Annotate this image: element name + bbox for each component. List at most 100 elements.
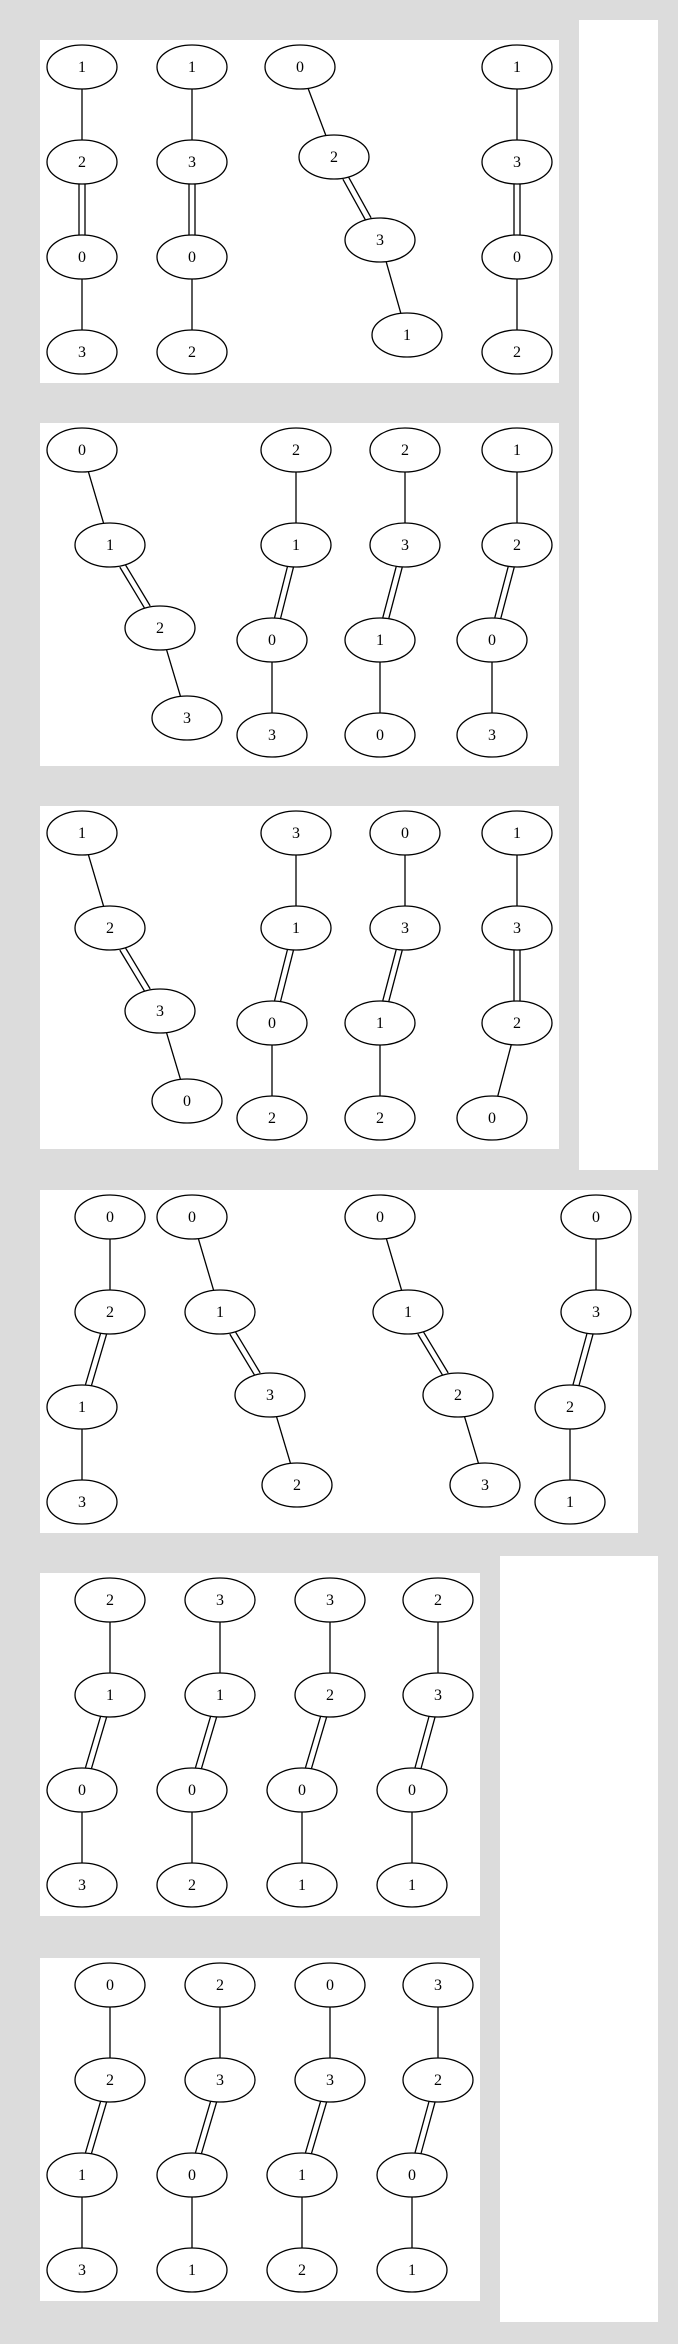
graph-node: 3 [449, 1462, 521, 1508]
node-ellipse [344, 617, 416, 663]
node-label: 2 [106, 2072, 114, 2089]
graph-node: 0 [74, 1194, 146, 1240]
node-label: 3 [292, 825, 300, 842]
double-edge-line [124, 946, 151, 990]
node-label: 2 [78, 154, 86, 171]
double-edge-line [84, 1332, 102, 1385]
edge-line [385, 1238, 403, 1291]
graph-node: 2 [74, 2057, 146, 2103]
node-ellipse [260, 905, 332, 951]
side-panel-bottom [500, 1556, 658, 2322]
node-label: 2 [298, 2262, 306, 2279]
node-ellipse [46, 1767, 118, 1813]
graph-node: 0 [156, 1194, 228, 1240]
graph-node: 2 [481, 329, 553, 375]
double-edge-line [382, 948, 398, 1001]
double-edge-line [84, 1715, 102, 1768]
node-label: 0 [401, 825, 409, 842]
graph-node: 3 [294, 1577, 366, 1623]
graph-node: 2 [124, 605, 196, 651]
node-label: 2 [454, 1387, 462, 1404]
node-label: 1 [376, 1015, 384, 1032]
node-ellipse [402, 1672, 474, 1718]
node-label: 1 [408, 1877, 416, 1894]
graph-node: 1 [260, 905, 332, 951]
node-ellipse [372, 1289, 444, 1335]
node-label: 2 [156, 620, 164, 637]
node-ellipse [369, 522, 441, 568]
graph-node: 0 [294, 1962, 366, 2008]
node-label: 1 [298, 2167, 306, 2184]
node-label: 1 [566, 1494, 574, 1511]
node-label: 0 [296, 59, 304, 76]
node-label: 1 [216, 1304, 224, 1321]
node-label: 1 [513, 59, 521, 76]
double-edge-line [229, 1333, 256, 1377]
node-ellipse [74, 1194, 146, 1240]
node-ellipse [344, 712, 416, 758]
graph-node: 2 [298, 134, 370, 180]
graph-node: 3 [124, 988, 196, 1034]
graph-node: 1 [260, 522, 332, 568]
double-edge-line [90, 1334, 108, 1387]
double-edge-line [84, 2100, 102, 2153]
node-label: 0 [408, 2167, 416, 2184]
node-label: 2 [106, 1304, 114, 1321]
graph-node: 0 [266, 1767, 338, 1813]
node-ellipse [266, 1862, 338, 1908]
graph-node: 2 [74, 905, 146, 951]
node-label: 1 [292, 920, 300, 937]
node-label: 3 [78, 1494, 86, 1511]
double-edge-line [200, 1717, 218, 1770]
node-label: 2 [513, 537, 521, 554]
node-ellipse [156, 44, 228, 90]
graph-node: 1 [46, 1384, 118, 1430]
node-ellipse [369, 427, 441, 473]
node-ellipse [456, 1095, 528, 1141]
node-label: 3 [481, 1477, 489, 1494]
edge-line [87, 471, 105, 524]
node-ellipse [74, 905, 146, 951]
double-edge-line [310, 1717, 328, 1770]
double-edge-line [578, 1334, 594, 1387]
node-label: 0 [408, 1782, 416, 1799]
node-label: 2 [268, 1110, 276, 1127]
node-ellipse [184, 1962, 256, 2008]
graph-node: 0 [264, 44, 336, 90]
node-label: 1 [78, 59, 86, 76]
graph-node: 1 [372, 1289, 444, 1335]
node-ellipse [156, 139, 228, 185]
node-ellipse [124, 988, 196, 1034]
node-label: 3 [216, 2072, 224, 2089]
node-ellipse [46, 2247, 118, 2293]
double-edge-line [304, 1715, 322, 1768]
node-ellipse [46, 2152, 118, 2198]
node-ellipse [74, 1962, 146, 2008]
node-label: 0 [78, 1782, 86, 1799]
graph-node: 1 [376, 2247, 448, 2293]
node-ellipse [369, 905, 441, 951]
node-ellipse [184, 2057, 256, 2103]
node-label: 0 [106, 1209, 114, 1226]
node-ellipse [234, 1372, 306, 1418]
graph-node: 3 [184, 2057, 256, 2103]
node-label: 2 [513, 344, 521, 361]
node-ellipse [534, 1384, 606, 1430]
node-label: 3 [183, 710, 191, 727]
node-label: 2 [401, 442, 409, 459]
node-ellipse [294, 2057, 366, 2103]
node-ellipse [402, 1962, 474, 2008]
double-edge-line [124, 563, 151, 607]
edge-line [165, 649, 182, 697]
node-ellipse [481, 329, 553, 375]
double-edge-line [234, 1330, 261, 1374]
double-edge-line [417, 1333, 444, 1377]
graph-node: 0 [376, 2152, 448, 2198]
node-label: 0 [298, 1782, 306, 1799]
graph-node: 1 [184, 1289, 256, 1335]
double-edge-line [279, 950, 295, 1003]
graph-node: 0 [481, 234, 553, 280]
